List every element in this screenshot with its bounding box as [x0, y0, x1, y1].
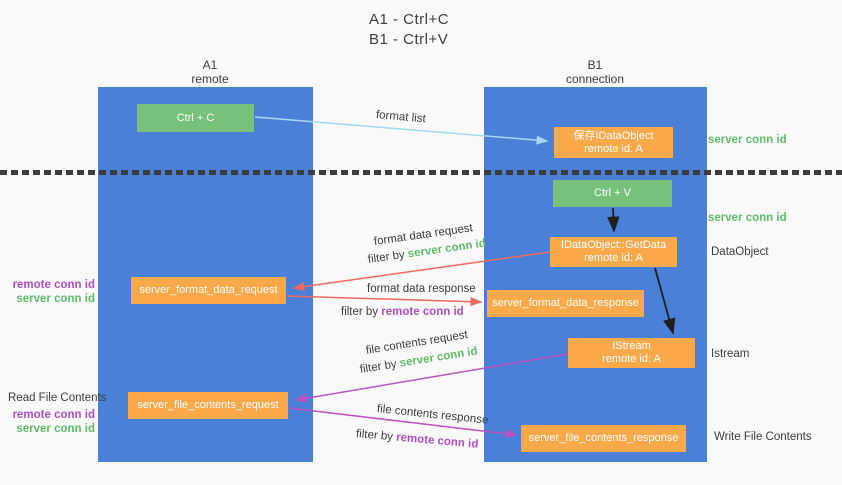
label-read-file-contents: Read File Contents	[8, 392, 107, 404]
remote-conn-id-text: remote conn id	[395, 431, 479, 451]
node-istream: IStream remote id: A	[568, 338, 695, 368]
filter-by-text: filter by	[355, 428, 394, 444]
node-idataobject-getdata: IDataObject::GetData remote id: A	[550, 237, 677, 267]
node-server-format-data-response: server_format_data_response	[487, 290, 644, 317]
filter-by-text: filter by	[367, 248, 406, 266]
node-getdata-line1: IDataObject::GetData	[560, 239, 667, 251]
column-a1-subtitle: remote	[191, 72, 229, 86]
node-ctrl-v: Ctrl + V	[553, 180, 672, 207]
title-line-b1: B1 - Ctrl+V	[369, 31, 449, 48]
conn-id-pair-file: remote conn id server conn id	[5, 408, 95, 436]
node-ctrl-c-label: Ctrl + C	[176, 111, 215, 124]
label-server-conn-id-left-2: server conn id	[16, 423, 95, 435]
label-server-conn-id-left-1: server conn id	[16, 293, 95, 305]
node-istream-line1: IStream	[612, 340, 651, 352]
remote-conn-id-text: remote conn id	[381, 306, 464, 318]
label-filter-by-remote-conn-id-1: filter by remote conn id	[341, 306, 464, 318]
column-b1-name: B1	[587, 58, 603, 72]
label-write-file-contents: Write File Contents	[714, 431, 812, 443]
column-a1-name: A1	[202, 58, 218, 72]
node-format-response-label: server_format_data_response	[492, 297, 639, 309]
node-file-response-label: server_file_contents_response	[528, 432, 679, 444]
label-server-conn-id-right-1: server conn id	[708, 134, 787, 146]
node-istream-line2: remote id: A	[602, 353, 661, 365]
copy-paste-divider	[0, 170, 842, 175]
column-header-b1: B1 connection	[540, 58, 650, 86]
label-server-conn-id-right-2: server conn id	[708, 212, 787, 224]
node-file-request-label: server_file_contents_request	[137, 399, 279, 411]
label-remote-conn-id-left-1: remote conn id	[12, 279, 95, 291]
node-format-request-label: server_format_data_request	[139, 284, 278, 296]
diagram-title: A1 - Ctrl+C B1 - Ctrl+V	[369, 10, 449, 50]
label-format-data-response: format data response	[367, 283, 476, 295]
conn-id-pair-format: remote conn id server conn id	[5, 278, 95, 306]
filter-by-text: filter by	[359, 358, 398, 376]
label-format-list: format list	[375, 109, 427, 126]
title-line-a1: A1 - Ctrl+C	[369, 11, 450, 28]
label-filter-by-remote-conn-id-2: filter by remote conn id	[355, 428, 478, 451]
node-server-file-contents-request: server_file_contents_request	[128, 392, 288, 419]
node-save-idataobject-line2: remote id: A	[584, 142, 643, 155]
node-ctrl-v-label: Ctrl + V	[594, 187, 631, 199]
column-b1-subtitle: connection	[565, 72, 625, 86]
node-ctrl-c: Ctrl + C	[137, 104, 254, 132]
node-save-idataobject-line1: 保存IDataObject	[573, 129, 654, 142]
filter-by-text: filter by	[341, 306, 379, 318]
label-istream: Istream	[711, 348, 750, 360]
node-getdata-line2: remote id: A	[584, 252, 643, 264]
node-server-format-data-request: server_format_data_request	[131, 277, 286, 304]
node-save-idataobject: 保存IDataObject remote id: A	[554, 127, 673, 158]
arrow-format-data-response	[286, 295, 483, 307]
node-server-file-contents-response: server_file_contents_response	[521, 425, 686, 452]
label-file-contents-response: file contents response	[376, 403, 489, 427]
column-header-a1: A1 remote	[155, 58, 265, 86]
label-dataobject: DataObject	[711, 246, 769, 258]
label-remote-conn-id-left-2: remote conn id	[12, 409, 95, 421]
